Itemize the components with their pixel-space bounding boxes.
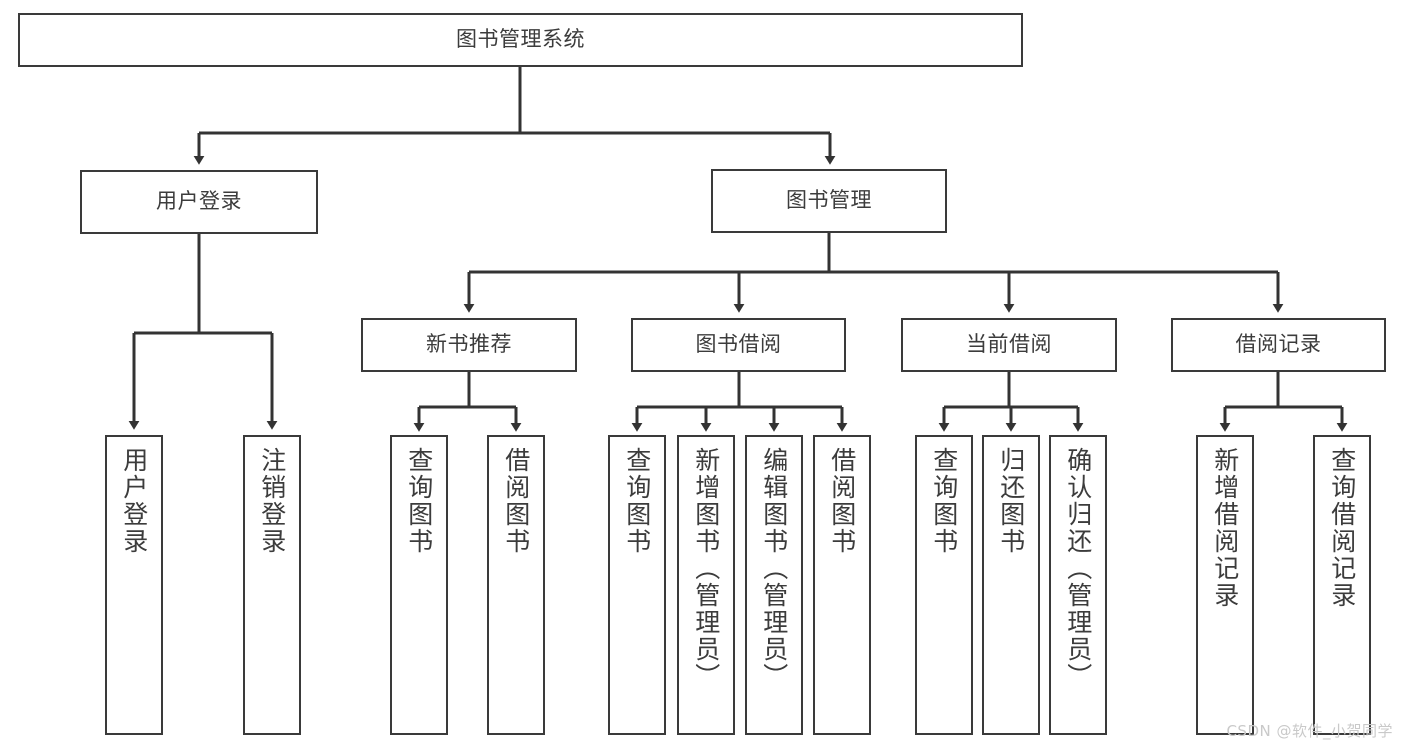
node-leaf-logout[interactable]: 注销登录 [243, 435, 301, 735]
node-book-manage[interactable]: 图书管理 [711, 169, 947, 233]
node-leaf-add-book-label: 新增图书（管理员） [691, 447, 721, 690]
node-user-login[interactable]: 用户登录 [80, 170, 318, 234]
node-current-borrow[interactable]: 当前借阅 [901, 318, 1117, 372]
node-leaf-query-book-3[interactable]: 查询图书 [915, 435, 973, 735]
node-user-login-label: 用户登录 [156, 189, 242, 214]
node-leaf-query-book-3-label: 查询图书 [929, 447, 959, 555]
node-leaf-return-book-label: 归还图书 [996, 447, 1026, 555]
node-new-book-recommend[interactable]: 新书推荐 [361, 318, 577, 372]
node-leaf-edit-book[interactable]: 编辑图书（管理员） [745, 435, 803, 735]
node-leaf-user-login-label: 用户登录 [119, 447, 149, 555]
node-root[interactable]: 图书管理系统 [18, 13, 1023, 67]
node-root-label: 图书管理系统 [456, 27, 585, 52]
node-book-borrow[interactable]: 图书借阅 [631, 318, 846, 372]
node-book-manage-label: 图书管理 [786, 188, 872, 213]
node-leaf-query-book-1[interactable]: 查询图书 [390, 435, 448, 735]
node-leaf-query-borrow-record[interactable]: 查询借阅记录 [1313, 435, 1371, 735]
node-leaf-borrow-book-2[interactable]: 借阅图书 [813, 435, 871, 735]
node-leaf-query-borrow-record-label: 查询借阅记录 [1327, 447, 1357, 609]
node-leaf-add-book[interactable]: 新增图书（管理员） [677, 435, 735, 735]
node-leaf-add-borrow-record[interactable]: 新增借阅记录 [1196, 435, 1254, 735]
node-leaf-query-book-2-label: 查询图书 [622, 447, 652, 555]
node-leaf-borrow-book-2-label: 借阅图书 [827, 447, 857, 555]
node-leaf-borrow-book-1-label: 借阅图书 [501, 447, 531, 555]
node-current-borrow-label: 当前借阅 [966, 332, 1052, 357]
node-leaf-confirm-return[interactable]: 确认归还（管理员） [1049, 435, 1107, 735]
node-leaf-return-book[interactable]: 归还图书 [982, 435, 1040, 735]
node-leaf-query-book-1-label: 查询图书 [404, 447, 434, 555]
node-leaf-add-borrow-record-label: 新增借阅记录 [1210, 447, 1240, 609]
node-leaf-edit-book-label: 编辑图书（管理员） [759, 447, 789, 690]
node-leaf-confirm-return-label: 确认归还（管理员） [1063, 447, 1093, 690]
node-leaf-borrow-book-1[interactable]: 借阅图书 [487, 435, 545, 735]
node-leaf-user-login[interactable]: 用户登录 [105, 435, 163, 735]
node-borrow-record-label: 借阅记录 [1235, 332, 1322, 357]
node-leaf-query-book-2[interactable]: 查询图书 [608, 435, 666, 735]
node-book-borrow-label: 图书借阅 [695, 332, 782, 357]
node-borrow-record[interactable]: 借阅记录 [1171, 318, 1386, 372]
node-new-book-recommend-label: 新书推荐 [426, 332, 512, 357]
node-leaf-logout-label: 注销登录 [257, 447, 287, 555]
